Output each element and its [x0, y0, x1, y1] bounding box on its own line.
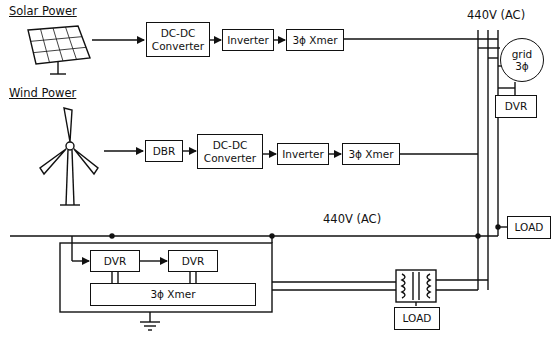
- component-box: LOAD: [394, 307, 440, 330]
- component-box: 3ϕ Xmer: [90, 283, 256, 306]
- connector: [263, 153, 276, 154]
- connector: [189, 272, 190, 283]
- box-text: grid 3ϕ: [507, 48, 537, 72]
- component-box: Inverter: [222, 29, 274, 51]
- solar-panel: [28, 26, 90, 74]
- component-box: DC-DC Converter: [197, 134, 263, 169]
- transformer-feed: [432, 289, 478, 290]
- box-text: Inverter: [227, 34, 269, 46]
- box-text: DC-DC Converter: [150, 27, 206, 51]
- transformer-feed: [432, 279, 488, 280]
- component-box: 3ϕ Xmer: [342, 143, 400, 165]
- connector: [210, 39, 221, 40]
- connector-second-wire: [195, 272, 196, 283]
- box-text: DBR: [153, 145, 176, 157]
- connector: [329, 153, 341, 154]
- box-text: LOAD: [515, 221, 544, 233]
- box-text: 3ϕ Xmer: [348, 148, 393, 160]
- solar-feed: [92, 39, 144, 40]
- free-label: Solar Power: [8, 4, 78, 18]
- component-box: DVR: [495, 95, 537, 118]
- dvr-enclosure: [60, 243, 272, 312]
- connector-second-wire: [117, 272, 118, 283]
- component-box: DBR: [145, 140, 183, 162]
- free-label: 440V (AC): [466, 8, 526, 22]
- transformer-feed: [272, 289, 398, 290]
- box-text: 3ϕ Xmer: [292, 34, 337, 46]
- three-phase-bus: [10, 30, 515, 290]
- component-box: Inverter: [277, 143, 329, 165]
- enclosure-feed: [72, 260, 89, 261]
- component-box: DC-DC Converter: [146, 22, 210, 57]
- component-box: 3ϕ Xmer: [286, 29, 344, 51]
- connector: [111, 272, 112, 283]
- transformer-feed: [272, 281, 398, 282]
- ground-symbol: [140, 312, 160, 330]
- component-box: DVR: [168, 250, 218, 272]
- enclosure-feed: [71, 236, 72, 261]
- grid-circle: grid 3ϕ: [500, 38, 544, 82]
- box-text: DVR: [505, 100, 527, 112]
- connector: [183, 150, 196, 151]
- connector: [274, 39, 285, 40]
- component-box: LOAD: [507, 216, 551, 239]
- wind-turbine: [40, 108, 98, 205]
- box-text: DVR: [182, 255, 204, 267]
- box-text: Inverter: [282, 148, 324, 160]
- transformer-symbol: [396, 270, 436, 306]
- component-box: DVR: [90, 250, 140, 272]
- wind-feed: [104, 150, 143, 151]
- box-text: DVR: [104, 255, 126, 267]
- box-text: 3ϕ Xmer: [150, 288, 195, 300]
- free-label: 440V (AC): [322, 212, 382, 226]
- box-text: DC-DC Converter: [201, 139, 259, 163]
- free-label: Wind Power: [8, 86, 77, 100]
- enclosure-feed: [271, 236, 272, 243]
- box-text: LOAD: [403, 312, 432, 324]
- connector: [140, 260, 167, 261]
